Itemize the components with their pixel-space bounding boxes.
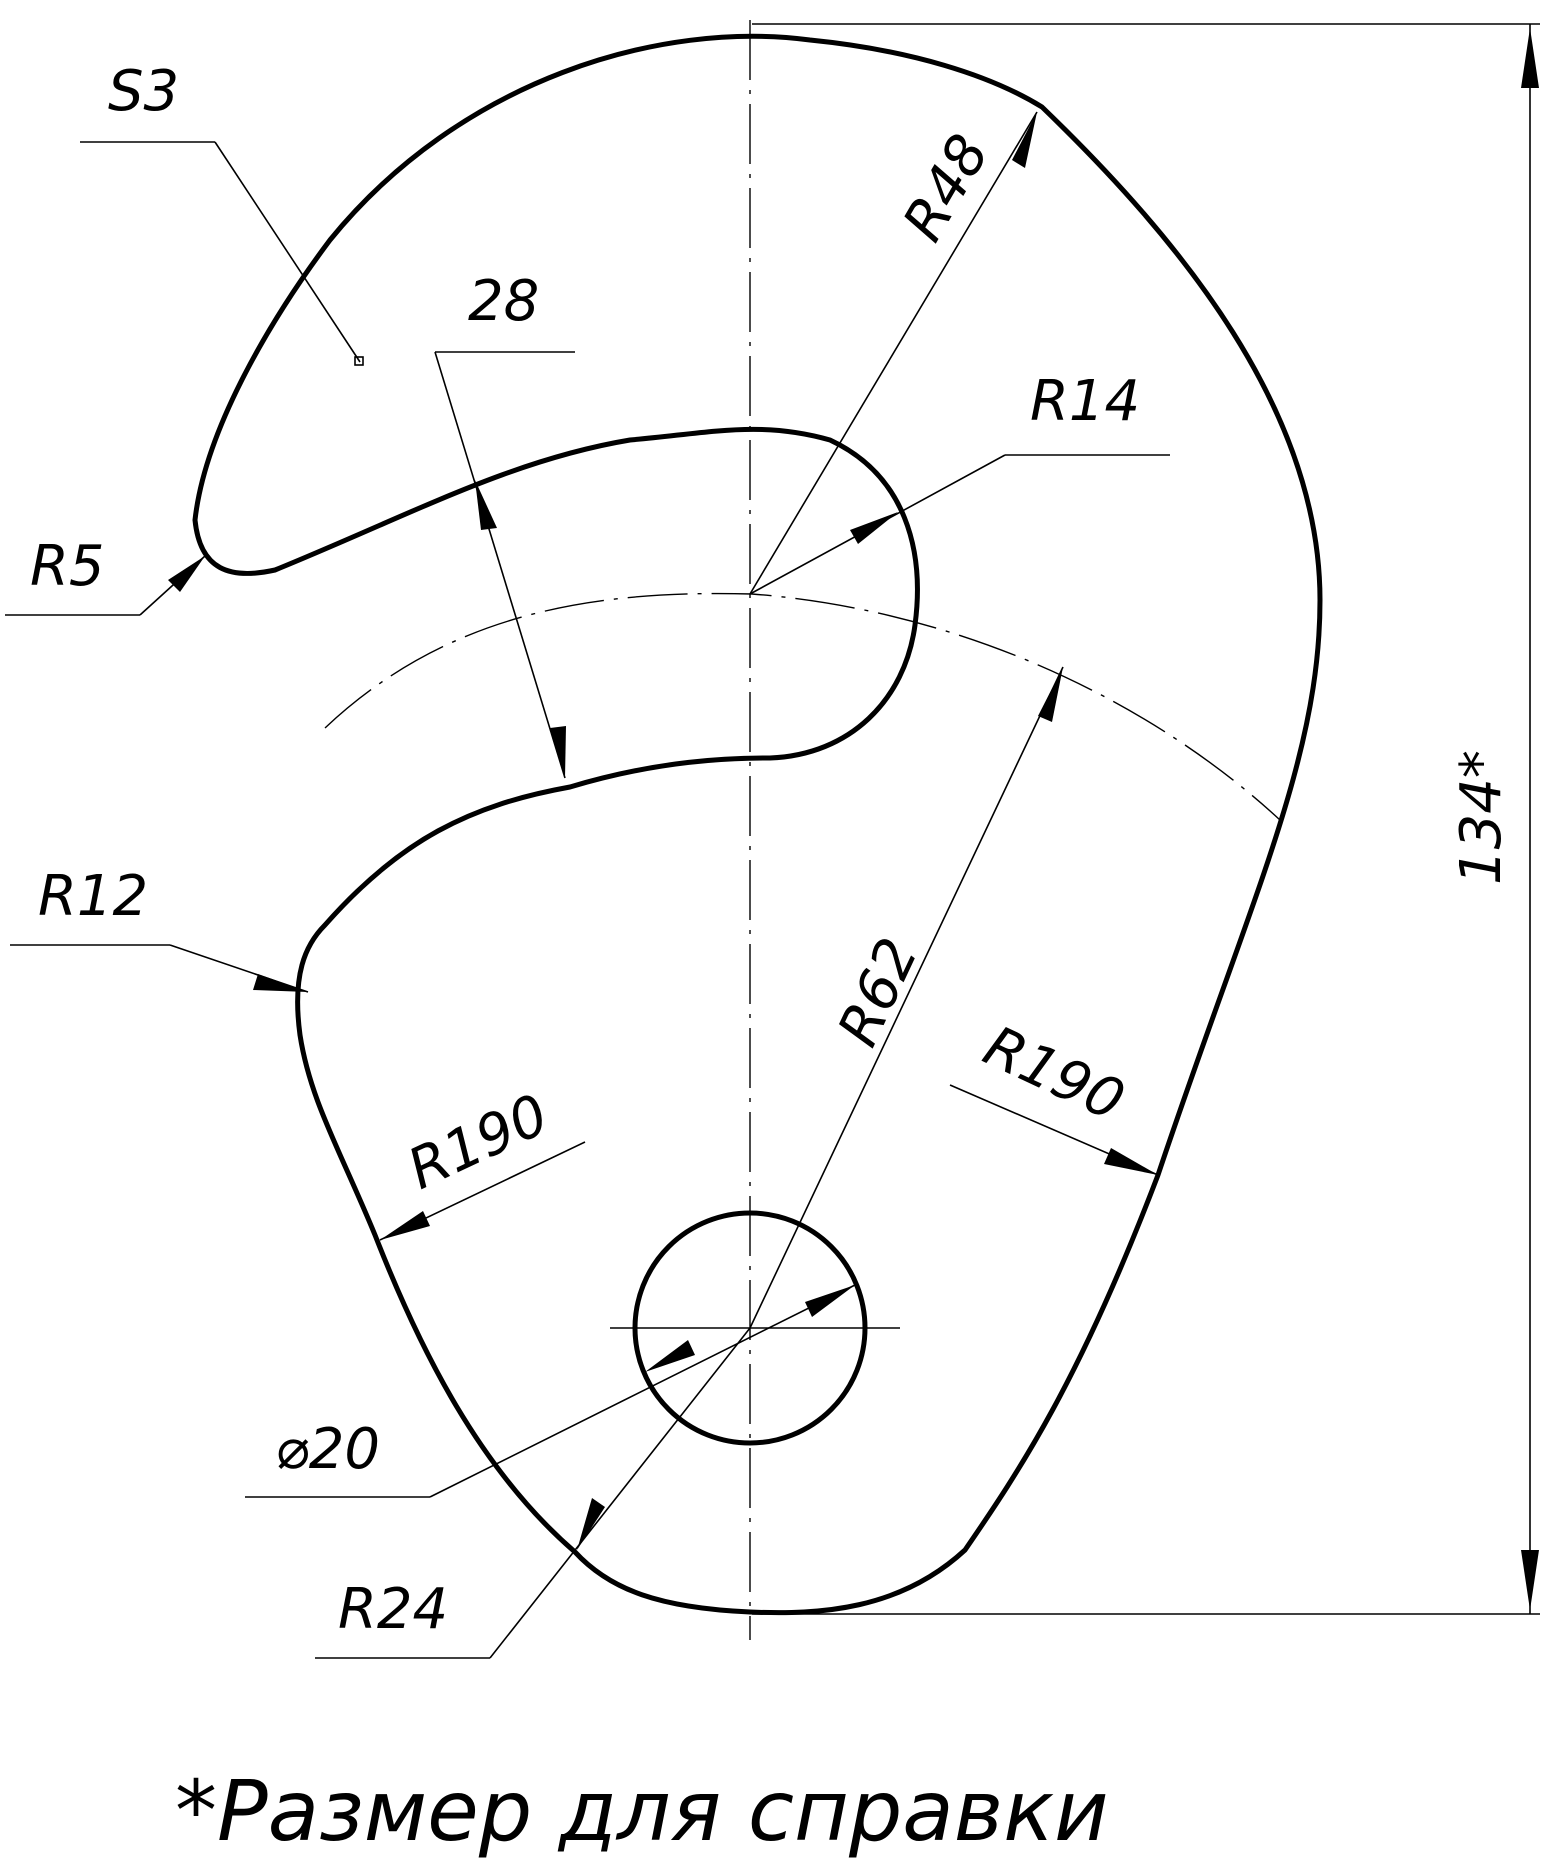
diameter-label: ⌀20: [275, 1417, 380, 1482]
part-outline: [192, 33, 1323, 1616]
r24-dimension: [315, 1327, 751, 1659]
r24-label: R24: [338, 1577, 448, 1642]
r62-dimension: [749, 666, 1064, 1329]
r62-label: R62: [826, 929, 931, 1056]
r5-label: R5: [30, 534, 105, 599]
thickness-label: S3: [108, 59, 179, 124]
overall-height-label: 134*: [1449, 750, 1514, 885]
gap-dimension-label: 28: [468, 269, 539, 334]
thickness-leader: [80, 141, 364, 366]
diameter-dimension: [245, 1284, 856, 1498]
r48-dimension: [749, 111, 1038, 595]
r14-label: R14: [1030, 369, 1140, 434]
r12-label: R12: [38, 864, 148, 929]
r190-left-dimension: [379, 1141, 586, 1241]
r190-right-label: R190: [974, 1014, 1134, 1135]
reference-note: *Размер для справки: [175, 1762, 1109, 1860]
overall-height-dimension: [752, 23, 1540, 1615]
r5-dimension: [5, 555, 206, 616]
r12-dimension: [10, 944, 309, 993]
hole-circle: [632, 1210, 868, 1446]
r62-center-arc: [324, 592, 1281, 821]
gap-dimension: [434, 351, 575, 779]
r190-left-label: R190: [398, 1082, 558, 1203]
r14-dimension: [749, 454, 1170, 595]
r190-right-dimension: [949, 1084, 1159, 1176]
r48-label: R48: [891, 124, 1002, 252]
